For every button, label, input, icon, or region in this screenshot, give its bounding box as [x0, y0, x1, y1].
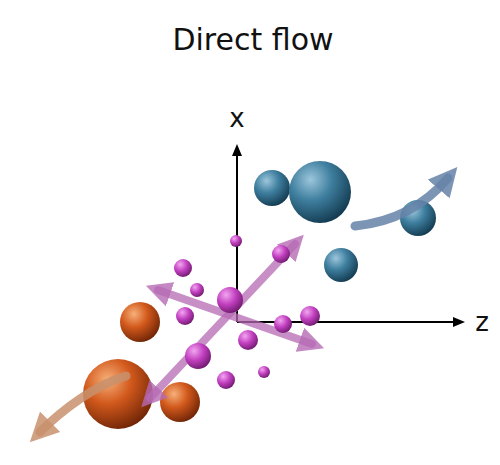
blue-arrow	[355, 178, 448, 226]
sphere	[289, 161, 351, 223]
sphere	[258, 366, 270, 378]
sphere	[324, 248, 358, 282]
sphere	[238, 330, 258, 350]
flow-arrows	[150, 244, 312, 398]
sphere	[176, 307, 194, 325]
sphere	[174, 259, 192, 277]
sphere	[274, 315, 292, 333]
sphere	[120, 302, 160, 342]
z-axis-head	[453, 317, 465, 327]
sphere	[254, 170, 290, 206]
axes	[232, 144, 465, 327]
sphere	[217, 287, 243, 313]
title: Direct flow	[172, 25, 333, 55]
sphere	[300, 306, 320, 326]
orange-arrow	[40, 376, 126, 432]
sphere	[230, 235, 242, 247]
sphere	[185, 343, 211, 369]
purple-arrow	[150, 244, 295, 398]
axis-label: x	[229, 105, 244, 131]
sphere	[190, 283, 204, 297]
sphere	[217, 371, 235, 389]
sphere	[272, 245, 290, 263]
participants	[174, 235, 320, 389]
z-axis	[237, 321, 456, 323]
sphere	[160, 382, 200, 422]
x-axis-head	[232, 144, 242, 156]
axis-label: z	[475, 309, 489, 335]
